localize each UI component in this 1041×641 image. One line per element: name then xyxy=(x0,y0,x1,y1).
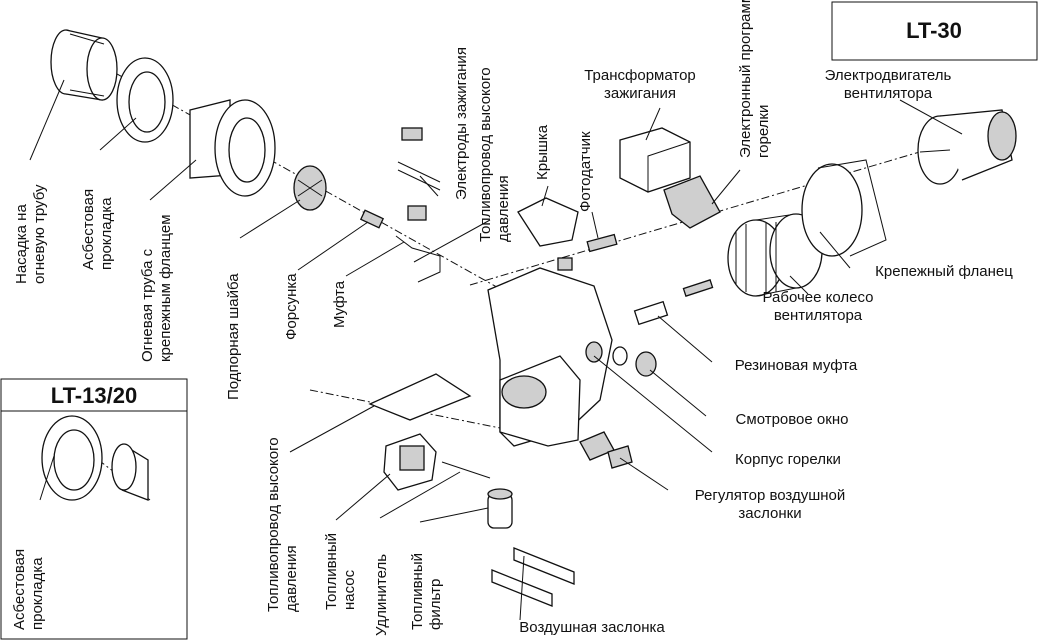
label-retaining-disc: Подпорная шайба xyxy=(225,273,242,400)
label-hp-fuel-line-bottom: Топливопровод высокогодавления xyxy=(265,437,300,612)
leader-lines xyxy=(29,79,963,621)
label-air-damper: Воздушная заслонка xyxy=(519,619,665,636)
burner-housing-part xyxy=(487,267,613,447)
inset-title-box xyxy=(0,378,188,412)
label-inset-asbestos-gasket: Асбестоваяпрокладка xyxy=(11,549,46,630)
inset-title: LT-13/20 xyxy=(51,383,137,408)
label-asbestos-gasket: Асбестоваяпрокладка xyxy=(80,189,115,270)
mounting-flange-part xyxy=(801,159,887,257)
label-fuel-pump: Топливныйнасос xyxy=(323,533,358,610)
inset-parts xyxy=(41,415,149,501)
fuel-filter-part xyxy=(441,461,513,529)
label-cover: Крышка xyxy=(534,124,551,180)
nozzle-cap-part xyxy=(50,29,118,101)
label-nozzle: Форсунка xyxy=(283,273,300,340)
label-ignition-electrodes: Электроды зажигания xyxy=(453,47,470,200)
label-electronic-programmer: Электронный программаторгорелки xyxy=(737,0,772,158)
lt30-title-box xyxy=(831,1,1038,61)
label-sight-glass: Смотровое окно xyxy=(736,411,849,428)
retaining-disc-part xyxy=(293,165,327,211)
label-mounting-flange: Крепежный фланец xyxy=(875,263,1013,280)
label-photo-sensor: Фотодатчик xyxy=(577,131,594,212)
label-extension: Удлинитель xyxy=(373,554,390,636)
transformer-part xyxy=(619,127,721,229)
electrodes-part xyxy=(397,127,441,221)
label-rubber-coupling: Резиновая муфта xyxy=(735,357,858,374)
fuel-pump-part xyxy=(368,373,472,491)
fan-motor-part xyxy=(917,109,1017,185)
label-burner-housing: Корпус горелки xyxy=(735,451,841,468)
photo-sensor-part xyxy=(557,233,618,271)
sight-glass-part xyxy=(612,279,714,377)
cover-part xyxy=(517,197,579,247)
label-hp-fuel-line-top: Топливопровод высокогодавления xyxy=(477,67,512,242)
label-fire-tube-flange: Огневая труба скрепежным фланцем xyxy=(139,214,174,362)
lt30-title: LT-30 xyxy=(906,18,962,43)
asbestos-gasket-part xyxy=(116,57,174,143)
label-fuel-filter: Топливныйфильтр xyxy=(409,553,444,630)
label-coupling: Муфта xyxy=(331,280,348,328)
air-damper-part xyxy=(491,431,633,607)
label-nozzle-cap: Насадка наогневую трубу xyxy=(13,184,48,284)
fire-tube-part xyxy=(189,99,276,197)
nozzle-part xyxy=(359,209,441,283)
